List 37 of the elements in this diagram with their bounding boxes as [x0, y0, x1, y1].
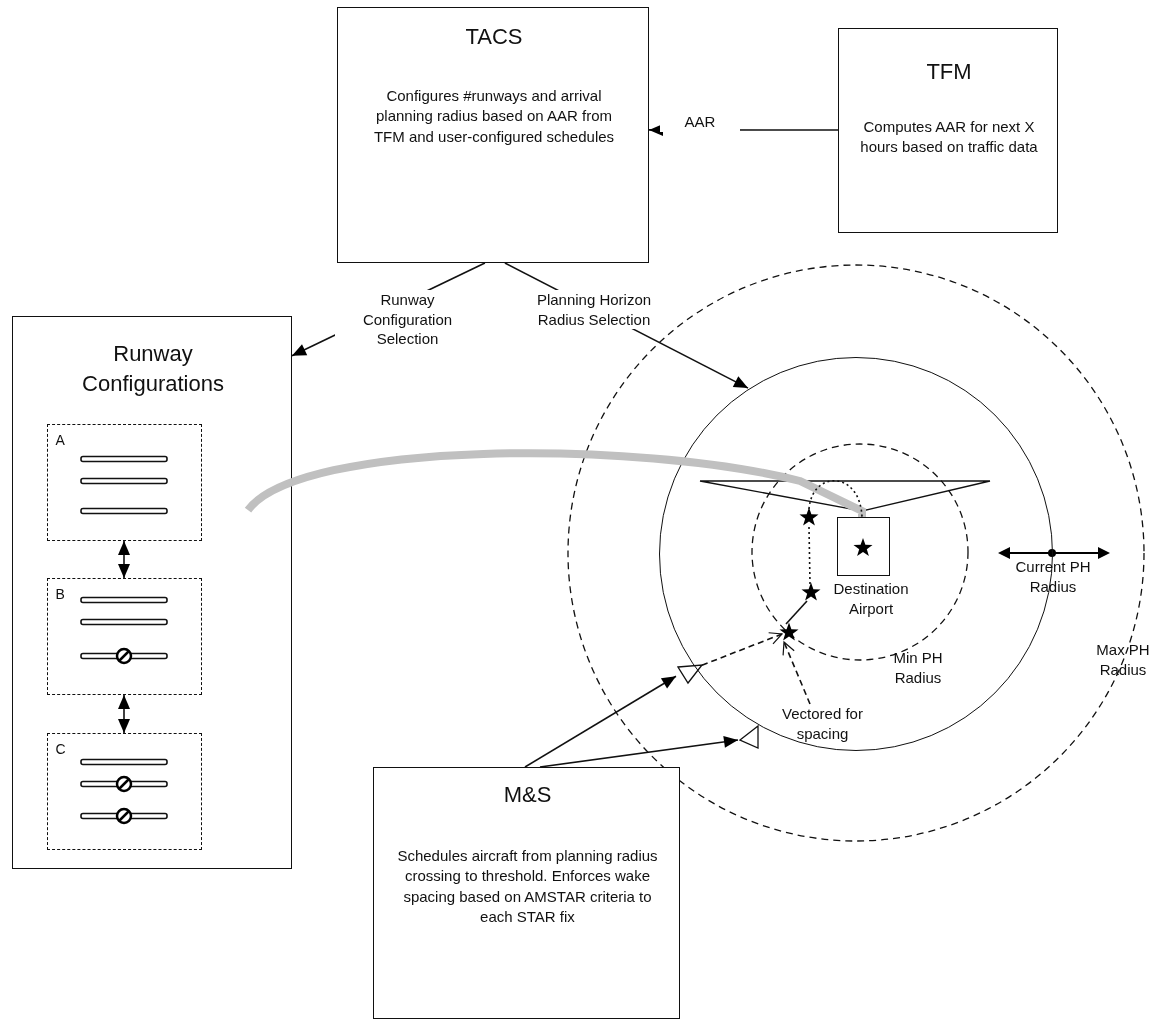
box-description: Computes AAR for next X hours based on traffic data [859, 117, 1039, 158]
system-box [337, 7, 649, 263]
radius-label: Max PH Radius [1095, 640, 1151, 679]
configuration-box [46, 577, 202, 695]
arrow [782, 641, 811, 705]
radius-label: Current PH Radius [1014, 557, 1092, 596]
box-title: TFM [925, 58, 973, 86]
box-title: M&S [502, 781, 553, 809]
radius-label: Min PH Radius [892, 648, 944, 687]
arrow [539, 735, 739, 768]
annotation-text: Vectored for spacing [781, 703, 864, 744]
star-icon [798, 506, 819, 527]
double-arrow [118, 694, 130, 734]
box-description: Configures #runways and arrival planning radius based on AAR from TFM and user-configured schedules [372, 86, 616, 147]
system-box [838, 28, 1058, 233]
connector-line [245, 449, 866, 518]
configurations-panel [12, 316, 292, 869]
star-icon [778, 621, 799, 642]
double-arrow [118, 540, 130, 579]
connector-line [785, 600, 808, 625]
star-icon [800, 581, 821, 602]
configuration-box [46, 423, 202, 541]
panel-title: Runway Configurations [81, 340, 225, 398]
node-caption: Destination Airport [832, 579, 910, 618]
connector-line [808, 479, 863, 518]
configuration-letter: A [55, 430, 66, 450]
connector-line [808, 526, 811, 585]
box-title: TACS [464, 23, 524, 51]
airport-box [836, 516, 890, 576]
arrow [524, 675, 677, 768]
configuration-letter: B [55, 584, 66, 604]
configuration-box [46, 732, 202, 850]
box-description: Schedules aircraft from planning radius crossing to threshold. Enforces wake spacing based on AMSTAR criteria to each STAR fix [396, 846, 659, 927]
triangle-marker [675, 662, 704, 685]
configuration-letter: C [55, 739, 67, 759]
arrow [701, 632, 783, 666]
system-box [373, 767, 680, 1019]
